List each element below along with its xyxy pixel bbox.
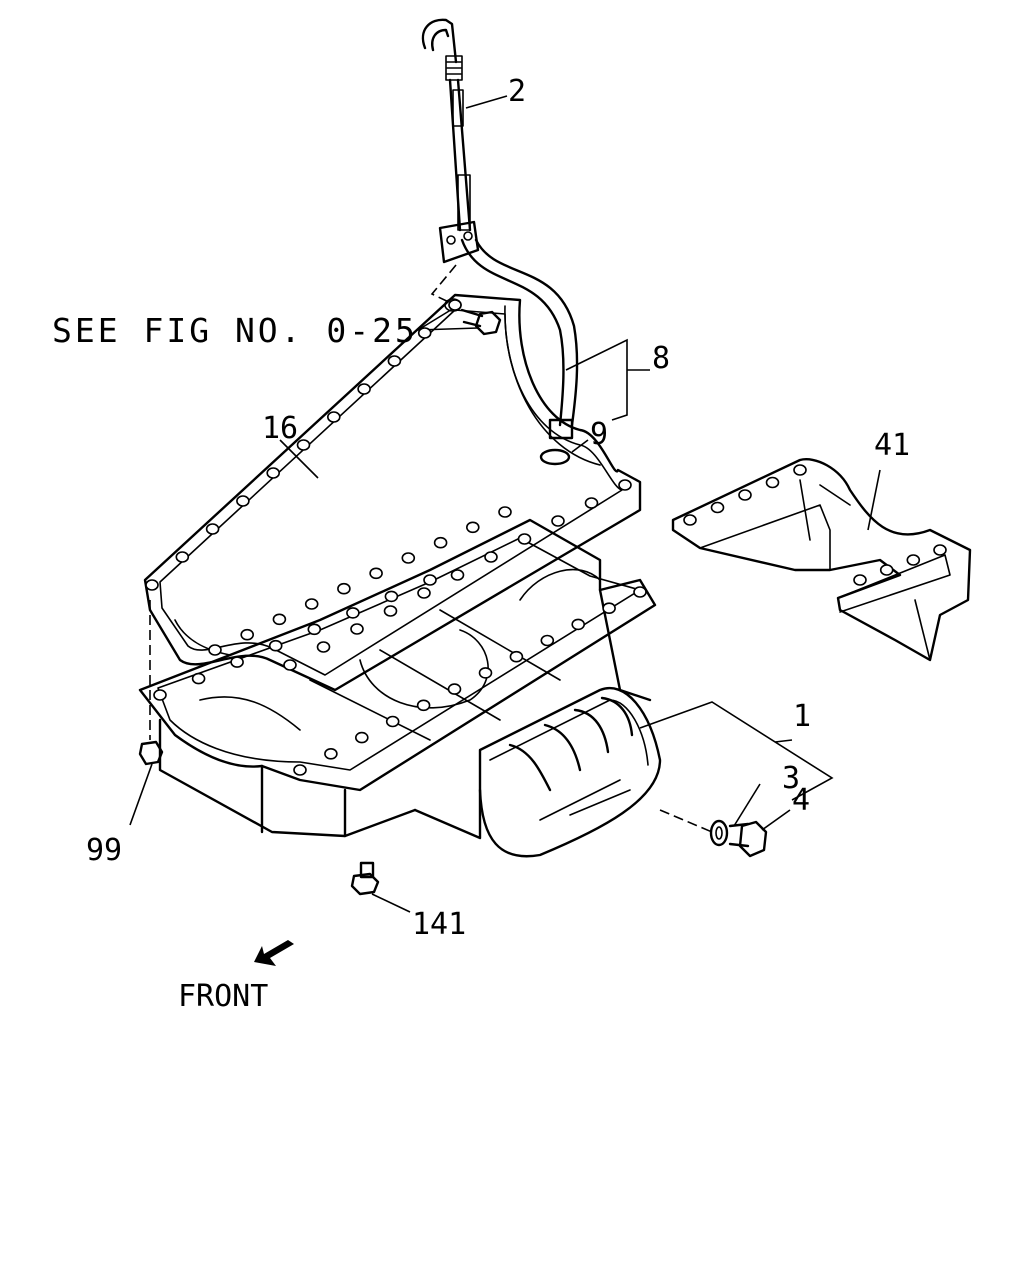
oil-pan-extension: [671, 458, 972, 662]
bolt-hole: [448, 299, 462, 311]
dipstick-assembly: [421, 18, 579, 466]
bolt-hole: [307, 623, 322, 636]
bolt-hole: [230, 656, 244, 668]
bolt-hole: [401, 552, 416, 564]
bolt-hole: [509, 650, 524, 663]
bolt-hole: [304, 598, 319, 610]
oil-pan-gasket: [143, 293, 642, 692]
bolt-141: [350, 861, 380, 896]
callout-3: 3: [782, 761, 800, 796]
callout-99: 99: [86, 833, 122, 868]
arrow-down-left-icon: [254, 940, 294, 966]
bolt-hole: [384, 590, 399, 603]
bolt-hole: [266, 467, 281, 479]
drain-plug: [709, 819, 768, 858]
bolt-hole: [208, 644, 222, 656]
bolt-hole: [145, 579, 159, 591]
bolt-hole: [346, 607, 360, 619]
callout-16: 16: [262, 411, 298, 446]
bolt-holes: [145, 299, 947, 776]
callout-8: 8: [652, 341, 670, 376]
bolt-hole: [765, 476, 780, 489]
bolt-hole: [175, 551, 190, 563]
leader-lines: [129, 95, 881, 913]
bolt-hole: [447, 683, 462, 695]
bolt-hole: [618, 479, 632, 491]
oil-pan: [138, 518, 713, 858]
callout-9: 9: [590, 417, 608, 452]
callout-141: 141: [412, 907, 466, 942]
bolt-hole: [551, 515, 565, 527]
bolt-hole: [357, 383, 371, 395]
bolt-hole: [153, 689, 167, 701]
bolt-hole: [354, 731, 369, 744]
bolt-hole: [450, 569, 465, 581]
bolt-hole: [337, 582, 351, 595]
direction-label: FRONT: [178, 979, 268, 1014]
bolt-hole: [853, 574, 867, 586]
reference-note: SEE FIG NO. 0-25: [52, 311, 418, 350]
bolt-hole: [417, 327, 432, 339]
bolt-hole: [385, 715, 400, 728]
bolt-hole: [383, 605, 398, 617]
callout-1: 1: [793, 699, 811, 734]
bolt-hole: [416, 699, 431, 712]
bolt-hole: [683, 514, 697, 526]
bolt-hole: [324, 747, 338, 760]
bolt-hole: [484, 551, 498, 563]
bolt-hole: [465, 521, 480, 534]
bolt-hole: [236, 495, 250, 507]
bolt-hole: [283, 659, 297, 671]
bolt-hole: [350, 623, 364, 635]
bolt-hole: [268, 639, 283, 652]
bolt-hole: [369, 567, 383, 580]
bolt-hole: [793, 464, 807, 476]
bolt-hole: [316, 641, 331, 653]
bolt-hole: [240, 628, 254, 641]
bolt-hole: [498, 506, 512, 518]
bolt-hole: [738, 489, 752, 501]
bolt-hole: [296, 439, 311, 451]
bolt-hole: [584, 497, 599, 509]
bolt-hole: [517, 533, 532, 545]
bolt-hole: [710, 501, 725, 514]
bolt-hole: [387, 355, 402, 367]
bolt-hole: [417, 587, 431, 599]
bolt-hole: [906, 554, 921, 566]
bolt-hole: [478, 667, 493, 679]
bolt-hole: [293, 764, 307, 776]
bolt-hole: [205, 523, 220, 535]
bolt-hole: [933, 544, 947, 556]
callout-4: 4: [792, 783, 810, 818]
bolt-hole: [433, 536, 448, 549]
bolt-hole: [326, 411, 341, 423]
callout-41: 41: [874, 428, 910, 463]
callout-2: 2: [508, 74, 526, 109]
bolt-hole: [191, 672, 206, 685]
bolt-hole: [633, 586, 647, 598]
bolt-99: [138, 600, 164, 766]
bolt-hole: [540, 634, 555, 647]
bolt-hole: [602, 602, 616, 615]
bolt-hole: [423, 574, 437, 586]
bolt-hole: [879, 564, 894, 576]
bolt-hole: [571, 618, 586, 631]
bolt-hole: [272, 613, 287, 626]
reference-bolt: [417, 264, 502, 336]
